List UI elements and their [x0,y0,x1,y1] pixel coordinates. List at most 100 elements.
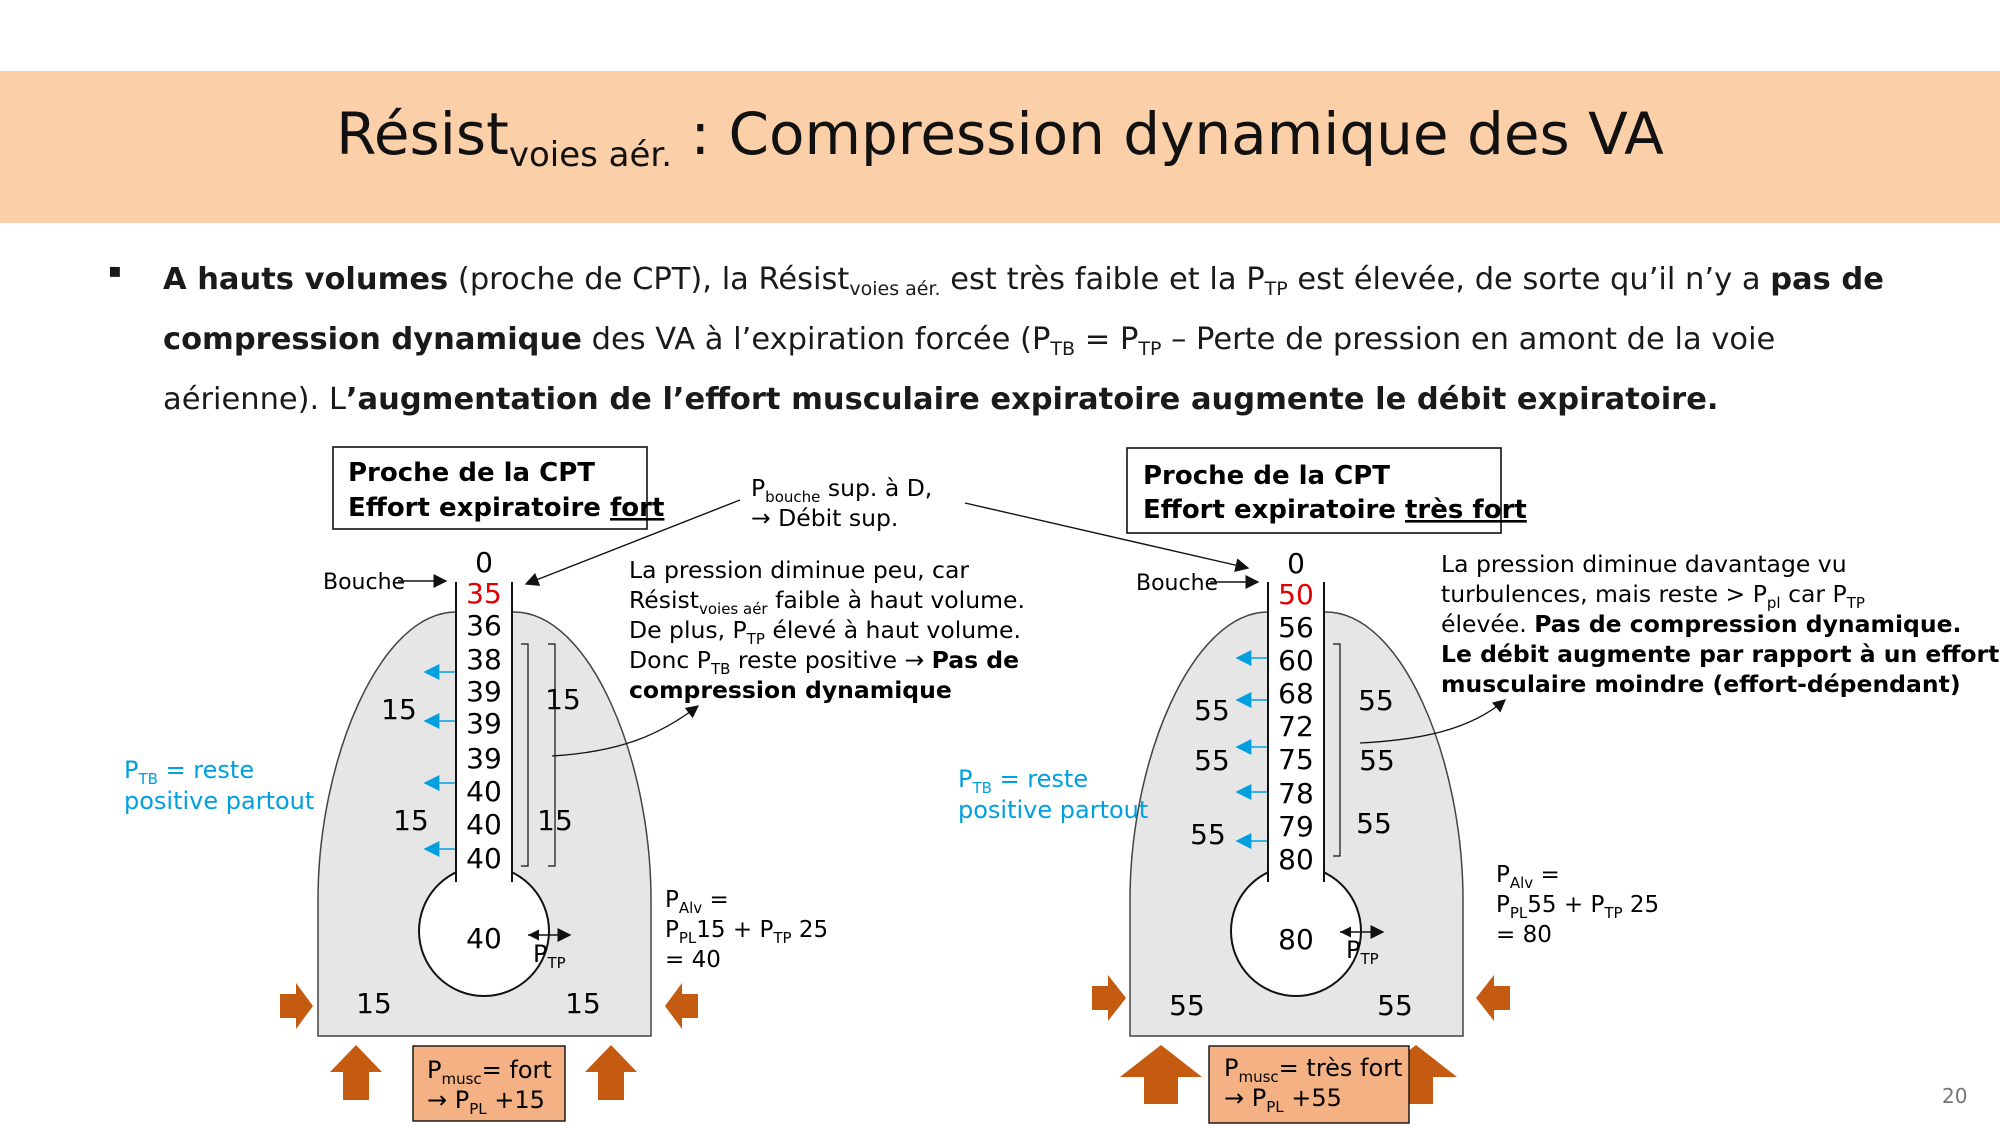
airway-value: 39 [466,742,502,775]
airway-value: 0 [475,546,493,579]
svg-text:De plus, PTP élevé à haut volu: De plus, PTP élevé à haut volume. [629,616,1021,648]
svg-text:PAlv =: PAlv = [1496,862,1560,892]
airway-value: 78 [1278,777,1314,810]
center-arrow-right [964,502,1250,573]
bouche-label: Bouche [1136,571,1218,596]
left-airway [456,582,512,882]
airway-value-red: 35 [466,577,502,610]
svg-text:musculaire moindre (effort-dép: musculaire moindre (effort-dépendant) [1441,670,1961,698]
airway-value: 79 [1278,810,1314,843]
ptp-label: PTP [533,940,566,972]
svg-text:PPL15 + PTP 25: PPL15 + PTP 25 [665,917,828,947]
pleural-value: 15 [537,804,573,837]
left-box-line2: Effort expiratoire fort [348,493,664,523]
left-airway-values: 0 35 36 38 39 39 39 40 40 40 40 [466,546,502,955]
svg-text:turbulences, mais reste > Ppl: turbulences, mais reste > Ppl car PTP [1441,580,1865,612]
airway-value: 38 [466,643,502,676]
left-musc-line1: Pmusc= fort [427,1056,552,1088]
center-arrow-left [524,499,741,586]
pleural-value: 55 [1359,744,1395,777]
airway-value: 36 [466,609,502,642]
svg-text:PAlv =: PAlv = [665,887,729,917]
svg-text:La pression diminue davantage: La pression diminue davantage vu [1441,550,1847,578]
left-musc-line2: → PPL +15 [427,1086,545,1118]
pleural-value: 15 [356,987,392,1020]
right-box-line1: Proche de la CPT [1143,461,1390,491]
left-ptb-label: PTB = reste [124,756,254,788]
right-blue-arrows [1235,650,1267,849]
airway-value: 80 [1278,843,1314,876]
svg-text:élevée. Pas de compression dyn: élevée. Pas de compression dynamique. [1441,610,1961,638]
left-title-box [332,446,648,530]
left-palv: PAlv = PPL15 + PTP 25 = 40 [665,887,828,973]
airway-value: 40 [466,808,502,841]
svg-text:= 40: = 40 [665,947,721,973]
airway-value: 39 [466,707,502,740]
airway-value: 68 [1278,677,1314,710]
pleural-value: 55 [1356,807,1392,840]
airway-value: 75 [1278,743,1314,776]
right-musc-box [1208,1045,1410,1124]
center-note-line2: → Débit sup. [751,504,898,532]
pleural-value: 55 [1194,694,1230,727]
airway-value: 72 [1278,710,1314,743]
right-airway [1268,582,1324,882]
slide-title: Résistvoies aér. : Compression dynamique… [336,100,1664,175]
title-band [0,71,2000,223]
airway-value-red: 50 [1278,578,1314,611]
right-palv: PAlv = PPL55 + PTP 25 = 80 [1496,862,1659,948]
left-pleural-values: 15 15 15 15 15 15 [356,683,601,1020]
airway-value: 56 [1278,611,1314,644]
svg-text:Donc PTB reste positive → Pas: Donc PTB reste positive → Pas de [629,646,1019,678]
svg-text:Résistvoies aér faible à haut: Résistvoies aér faible à haut volume. [629,586,1025,618]
alveolar-value: 40 [466,922,502,955]
left-side-arrow-l [280,983,313,1029]
airway-value: 0 [1287,547,1305,580]
pleural-value: 15 [393,804,429,837]
left-note: La pression diminue peu, car Résistvoies… [629,556,1025,704]
alveolar-value: 80 [1278,923,1314,956]
pleural-value: 55 [1169,989,1205,1022]
right-note: La pression diminue davantage vu turbule… [1441,550,1999,698]
right-ptb-label-2: positive partout [958,796,1148,824]
right-up-arrow-r [1375,1045,1457,1104]
right-musc-line1: Pmusc= très fort [1224,1054,1402,1086]
ptp-label: PTP [1346,936,1379,968]
pleural-value: 55 [1194,744,1230,777]
airway-value: 39 [466,675,502,708]
airway-value: 40 [466,775,502,808]
right-musc-line2: → PPL +55 [1224,1084,1342,1116]
right-note-arrow [1359,699,1506,744]
left-side-arrow-r [665,983,698,1029]
pleural-value: 15 [381,693,417,726]
pleural-value: 15 [565,987,601,1020]
left-note-arrow [551,705,700,757]
right-pleural-values: 55 55 55 55 55 55 55 55 [1169,684,1413,1022]
right-up-arrow-l [1120,1045,1202,1104]
svg-text:compression dynamique: compression dynamique [629,676,952,704]
airway-value: 60 [1278,644,1314,677]
right-box-line2: Effort expiratoire très fort [1143,495,1527,525]
page-number: 20 [1942,1084,1968,1108]
bullet-marker: ▪ [108,258,122,282]
svg-text:= 80: = 80 [1496,922,1552,948]
pleural-value: 55 [1190,818,1226,851]
right-airway-values: 0 50 56 60 68 72 75 78 79 80 80 [1278,547,1314,956]
pleural-value: 15 [545,683,581,716]
left-up-arrow-r [585,1045,637,1100]
intro-paragraph: A hauts volumes (proche de CPT), la Rési… [163,262,1884,417]
svg-text:Le débit augmente par rapport: Le débit augmente par rapport à un effor… [1441,640,1999,668]
left-musc-box [412,1045,566,1122]
bouche-label: Bouche [323,570,405,595]
left-up-arrow-l [330,1045,382,1100]
right-side-arrow-r [1476,975,1510,1021]
right-side-arrow-l [1092,975,1126,1021]
svg-text:La pression diminue peu, car: La pression diminue peu, car [629,556,969,584]
left-box-line1: Proche de la CPT [348,458,595,488]
svg-text:PPL55 + PTP 25: PPL55 + PTP 25 [1496,892,1659,922]
right-title-box [1126,447,1502,534]
pleural-value: 55 [1358,684,1394,717]
left-blue-arrows [423,664,455,857]
pleural-value: 55 [1377,989,1413,1022]
